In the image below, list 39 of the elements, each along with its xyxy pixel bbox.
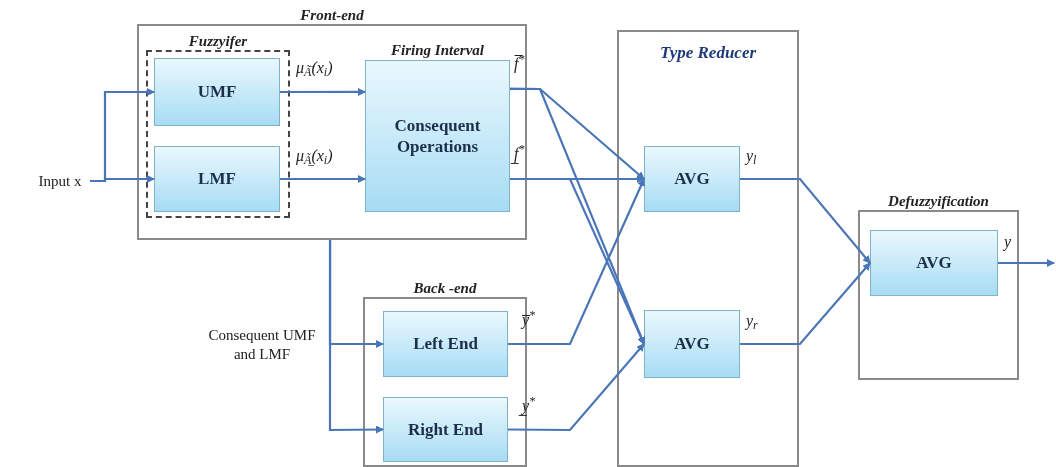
- process-box: [870, 230, 998, 296]
- input-label: Input x: [38, 172, 82, 191]
- process-box: [644, 310, 740, 378]
- edge-label: y: [1004, 234, 1012, 250]
- arrow: [280, 87, 366, 96]
- arrow: [740, 262, 871, 346]
- edge-label: y̅$^{*}$: [522, 312, 536, 328]
- box-label: AVG: [673, 168, 711, 190]
- group-box: [617, 30, 799, 467]
- group-heading: Back -end: [412, 279, 478, 298]
- arrow: [280, 175, 366, 183]
- group-heading: Front-end: [299, 6, 365, 25]
- signal-label: Consequent UMF and LMF: [207, 326, 317, 364]
- process-box: [154, 146, 280, 212]
- arrow: [998, 259, 1055, 267]
- box-label: UMF: [196, 81, 238, 103]
- edge-label: y$_{r}$: [746, 313, 758, 329]
- process-box: [644, 146, 740, 212]
- box-label: LMF: [197, 168, 237, 190]
- box-label: Right End: [406, 418, 485, 441]
- process-box: [383, 397, 508, 462]
- box-label: AVG: [915, 252, 953, 274]
- group-heading: Firing Interval: [390, 41, 485, 60]
- edge-label: f̅$^{*}$: [514, 56, 525, 72]
- edge-label: y$_{l}$: [746, 148, 757, 164]
- group-heading: Defuzzyification: [887, 192, 990, 211]
- box-label: AVG: [673, 333, 711, 355]
- arrow: [508, 343, 645, 432]
- edge-label: μ$_{Ã̅}$(x$_{i}$): [296, 60, 333, 76]
- arrow: [740, 177, 871, 264]
- group-heading: Fuzzyifer: [187, 32, 249, 51]
- edge-label: μ$_{Ã̲}$(x$_{i}$): [296, 148, 333, 164]
- process-box: [383, 311, 508, 377]
- group-heading: Type Reducer: [658, 42, 758, 64]
- box-label: Consequent Operations: [393, 114, 482, 158]
- process-box: [154, 58, 280, 126]
- box-label: Left End: [412, 333, 479, 355]
- arrow: [90, 175, 155, 183]
- arrow: [328, 240, 384, 434]
